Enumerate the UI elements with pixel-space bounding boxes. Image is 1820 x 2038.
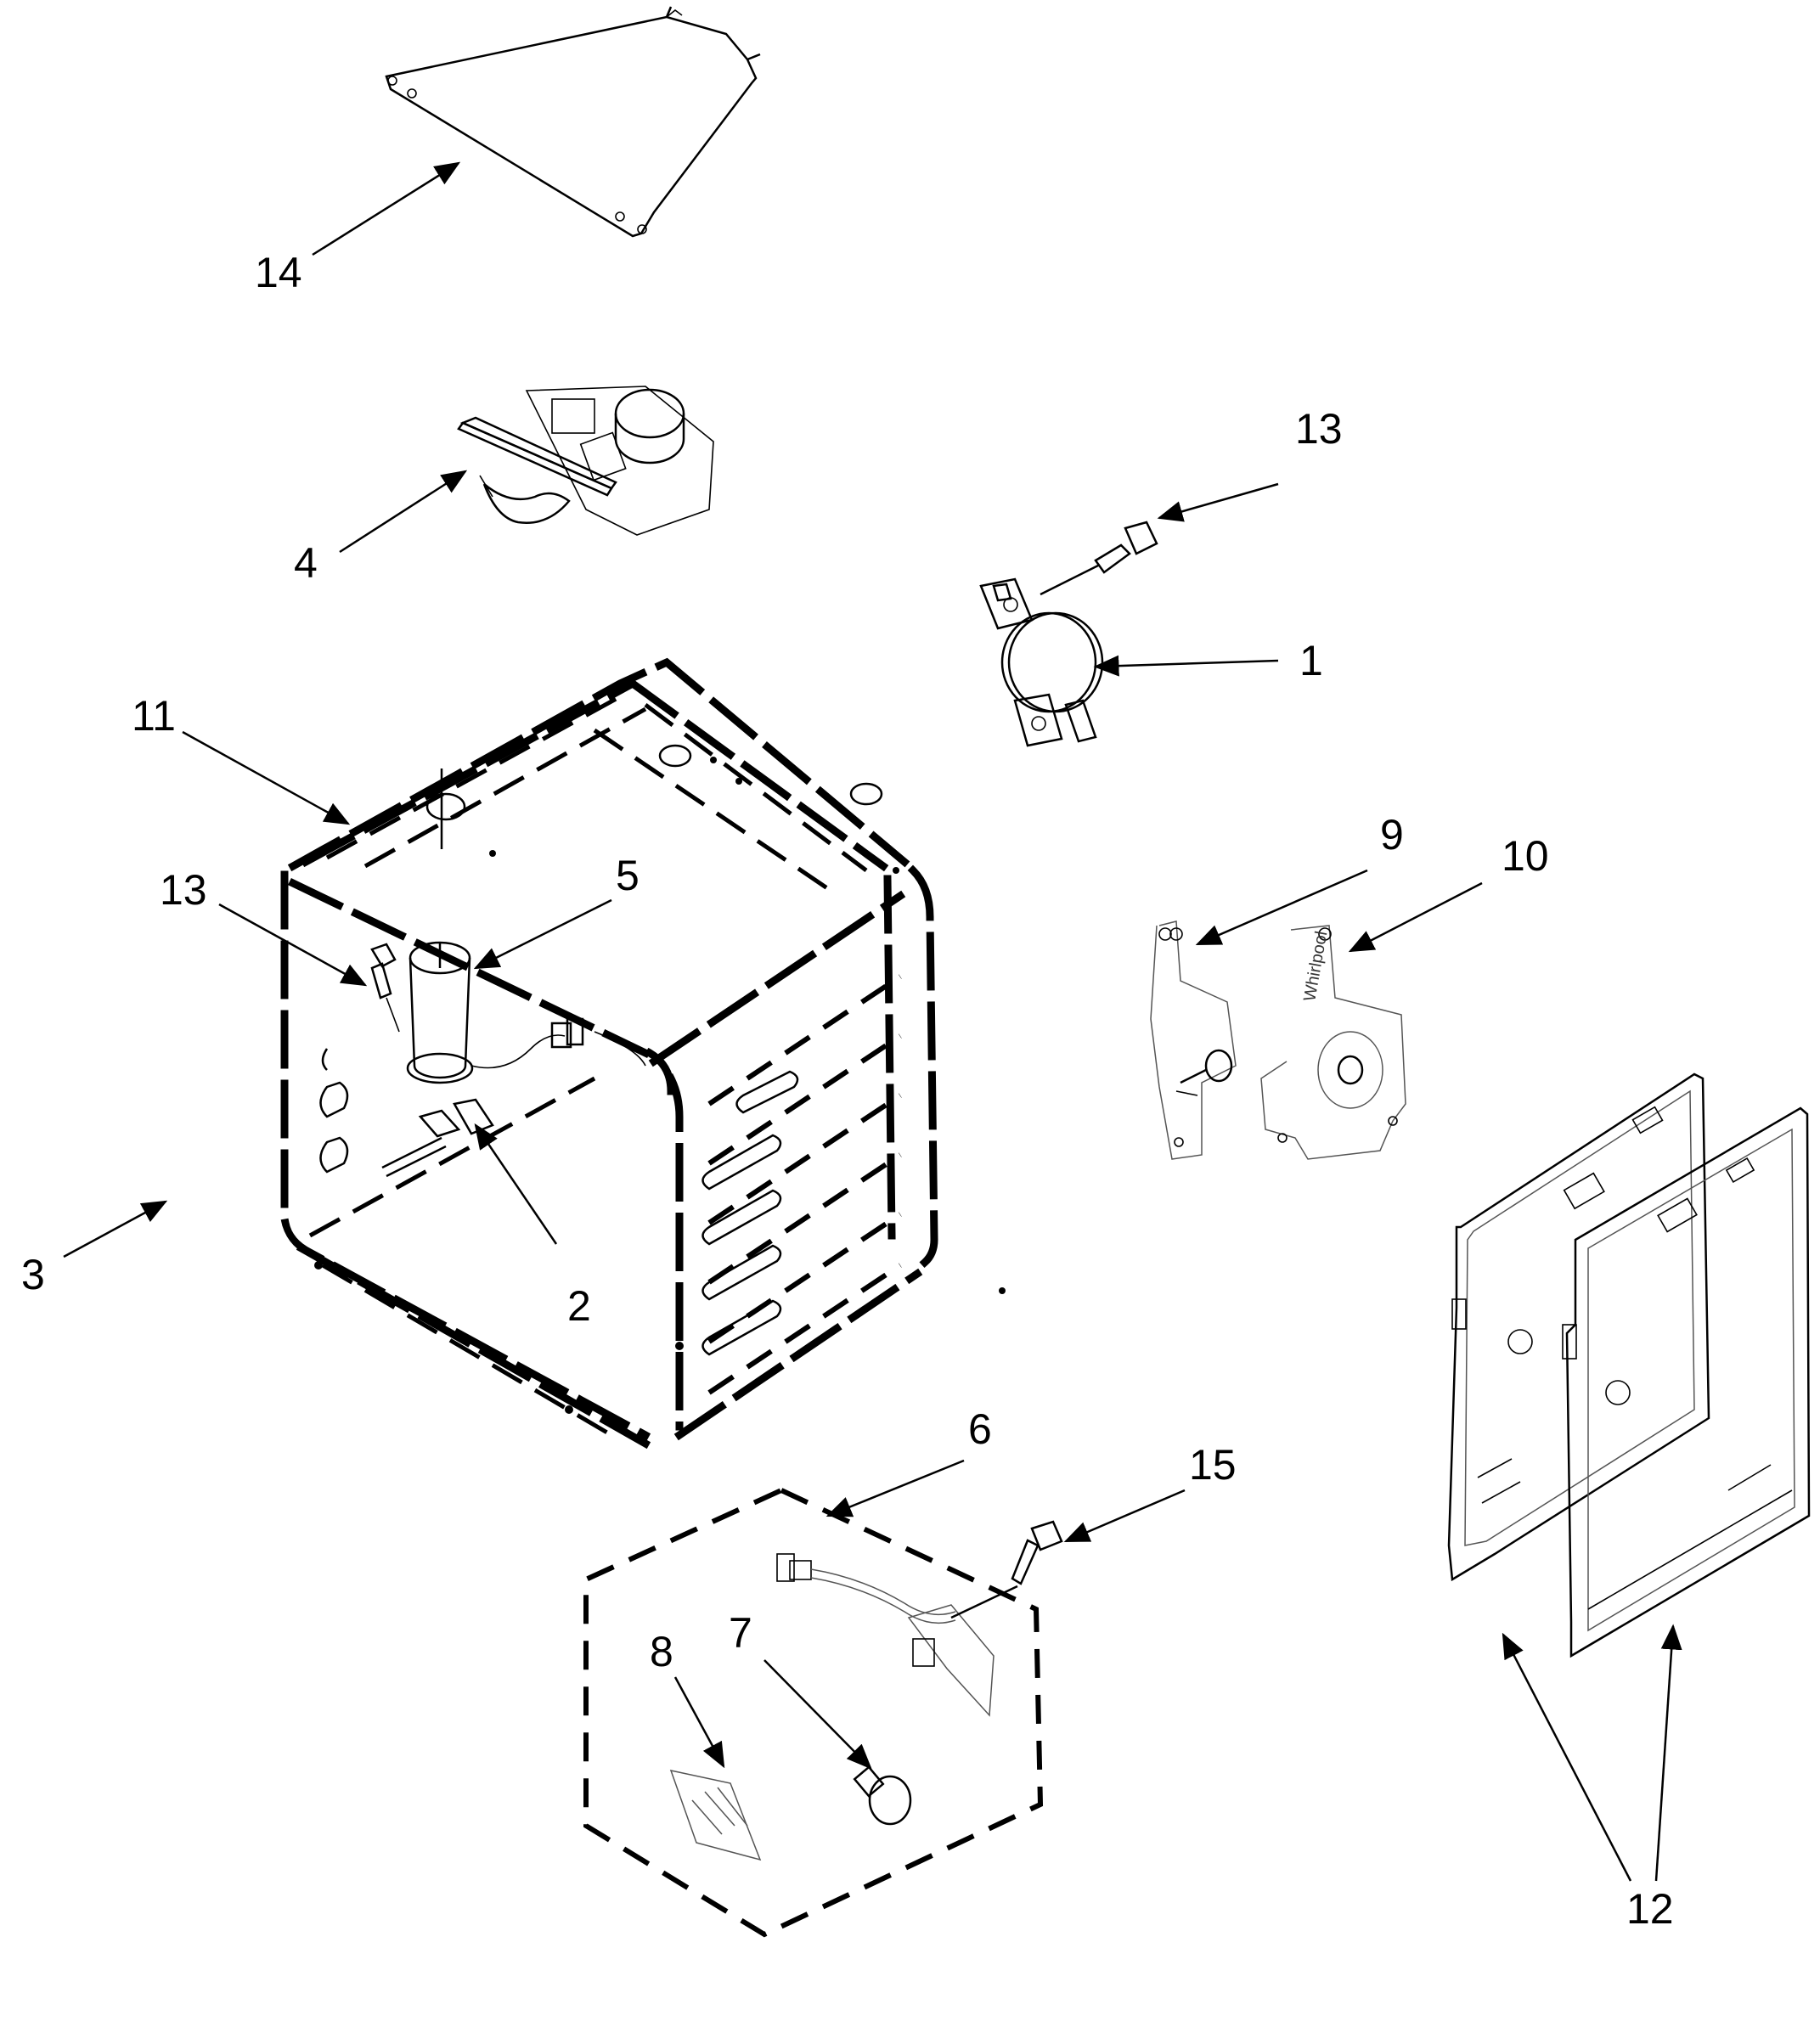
door-latch-assembly bbox=[457, 386, 714, 536]
hinge-imprint-text: Whirlpool bbox=[1300, 930, 1331, 1003]
top-shield-plate bbox=[385, 6, 761, 238]
screw-13-fuse bbox=[1040, 521, 1158, 596]
callout-12: 12 bbox=[1626, 1885, 1674, 1933]
callout-1: 1 bbox=[1299, 637, 1323, 684]
callout-10: 10 bbox=[1502, 832, 1549, 880]
callout-15: 15 bbox=[1189, 1441, 1237, 1489]
callout-14: 14 bbox=[255, 249, 302, 296]
side-panel-12-rear bbox=[1447, 1072, 1710, 1582]
leader-lines bbox=[63, 161, 1682, 1882]
callout-5: 5 bbox=[616, 852, 640, 899]
callout-8: 8 bbox=[650, 1628, 673, 1675]
hinge-bracket-9 bbox=[1150, 920, 1237, 1160]
hinge-bracket-10: Whirlpool bbox=[1260, 925, 1406, 1160]
thermal-fuse bbox=[979, 577, 1104, 747]
callout-3: 3 bbox=[21, 1251, 45, 1298]
oven-cavity bbox=[280, 657, 1006, 1450]
screw-15 bbox=[950, 1520, 1063, 1619]
side-panel-12-front bbox=[1562, 1106, 1811, 1658]
callout-2: 2 bbox=[567, 1282, 591, 1330]
callout-4: 4 bbox=[294, 539, 318, 587]
callout-6: 6 bbox=[968, 1405, 992, 1453]
callout-11: 11 bbox=[132, 692, 176, 740]
callout-13-fuse-screw: 13 bbox=[1295, 405, 1343, 453]
screw-13-cavity bbox=[370, 943, 400, 1033]
callout-labels: 14 13 4 1 11 5 13 9 10 3 2 6 15 8 7 12 bbox=[21, 249, 1674, 1933]
light-assembly-group bbox=[583, 1487, 1044, 1938]
oven-sensor-part-2 bbox=[381, 1098, 494, 1178]
callout-7: 7 bbox=[729, 1609, 752, 1657]
callout-13-cavity-screw: 13 bbox=[160, 866, 207, 914]
callout-9: 9 bbox=[1380, 811, 1404, 859]
tube-part-5 bbox=[406, 941, 646, 1084]
